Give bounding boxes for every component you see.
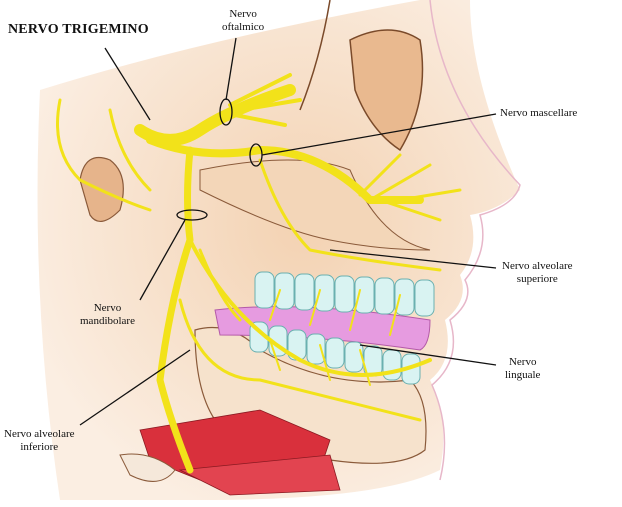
label-line: linguale <box>505 369 541 381</box>
label-line: Nervo <box>508 356 537 368</box>
lower-tooth <box>382 349 402 381</box>
label-line: Nervo <box>229 8 257 20</box>
orbit <box>349 29 424 152</box>
upper-tooth <box>274 272 295 310</box>
upper-tooth <box>374 277 395 315</box>
upper-tooth <box>334 275 355 313</box>
upper-tooth <box>294 273 315 311</box>
lower-tooth <box>306 333 326 365</box>
label-nervo-linguale: Nervo linguale <box>505 356 540 382</box>
diagram-title: NERVO TRIGEMINO <box>8 22 149 37</box>
teeth <box>249 271 435 385</box>
upper-tooth <box>314 274 335 312</box>
nerves <box>56 73 462 474</box>
label-line: mandibolare <box>80 315 135 327</box>
lower-tooth <box>325 337 345 369</box>
lower-tooth <box>344 341 364 373</box>
label-nervo-mandibolare: Nervo mandibolare <box>80 302 135 328</box>
nasal-bone <box>299 0 331 111</box>
skin-outline <box>429 0 521 481</box>
label-line: superiore <box>516 273 558 285</box>
label-nervo-mascellare: Nervo mascellare <box>500 107 577 120</box>
label-nervo-alveolare-inferiore: Nervo alveolare inferiore <box>4 428 75 454</box>
label-line: Nervo <box>93 302 122 314</box>
label-nervo-alveolare-superiore: Nervo alveolare superiore <box>502 260 573 286</box>
hyoid-bone <box>119 453 176 482</box>
label-line: oftalmico <box>222 21 265 33</box>
label-line: Nervo mascellare <box>500 107 578 119</box>
label-line: Nervo alveolare <box>502 260 573 272</box>
upper-tooth <box>394 278 415 316</box>
upper-tooth <box>414 279 435 317</box>
label-line: inferiore <box>20 441 59 453</box>
label-nervo-oftalmico: Nervo oftalmico <box>222 8 264 34</box>
leader-lines <box>79 37 497 426</box>
label-line: Nervo alveolare <box>4 428 75 440</box>
upper-tooth <box>354 276 375 314</box>
upper-tooth <box>254 271 275 309</box>
